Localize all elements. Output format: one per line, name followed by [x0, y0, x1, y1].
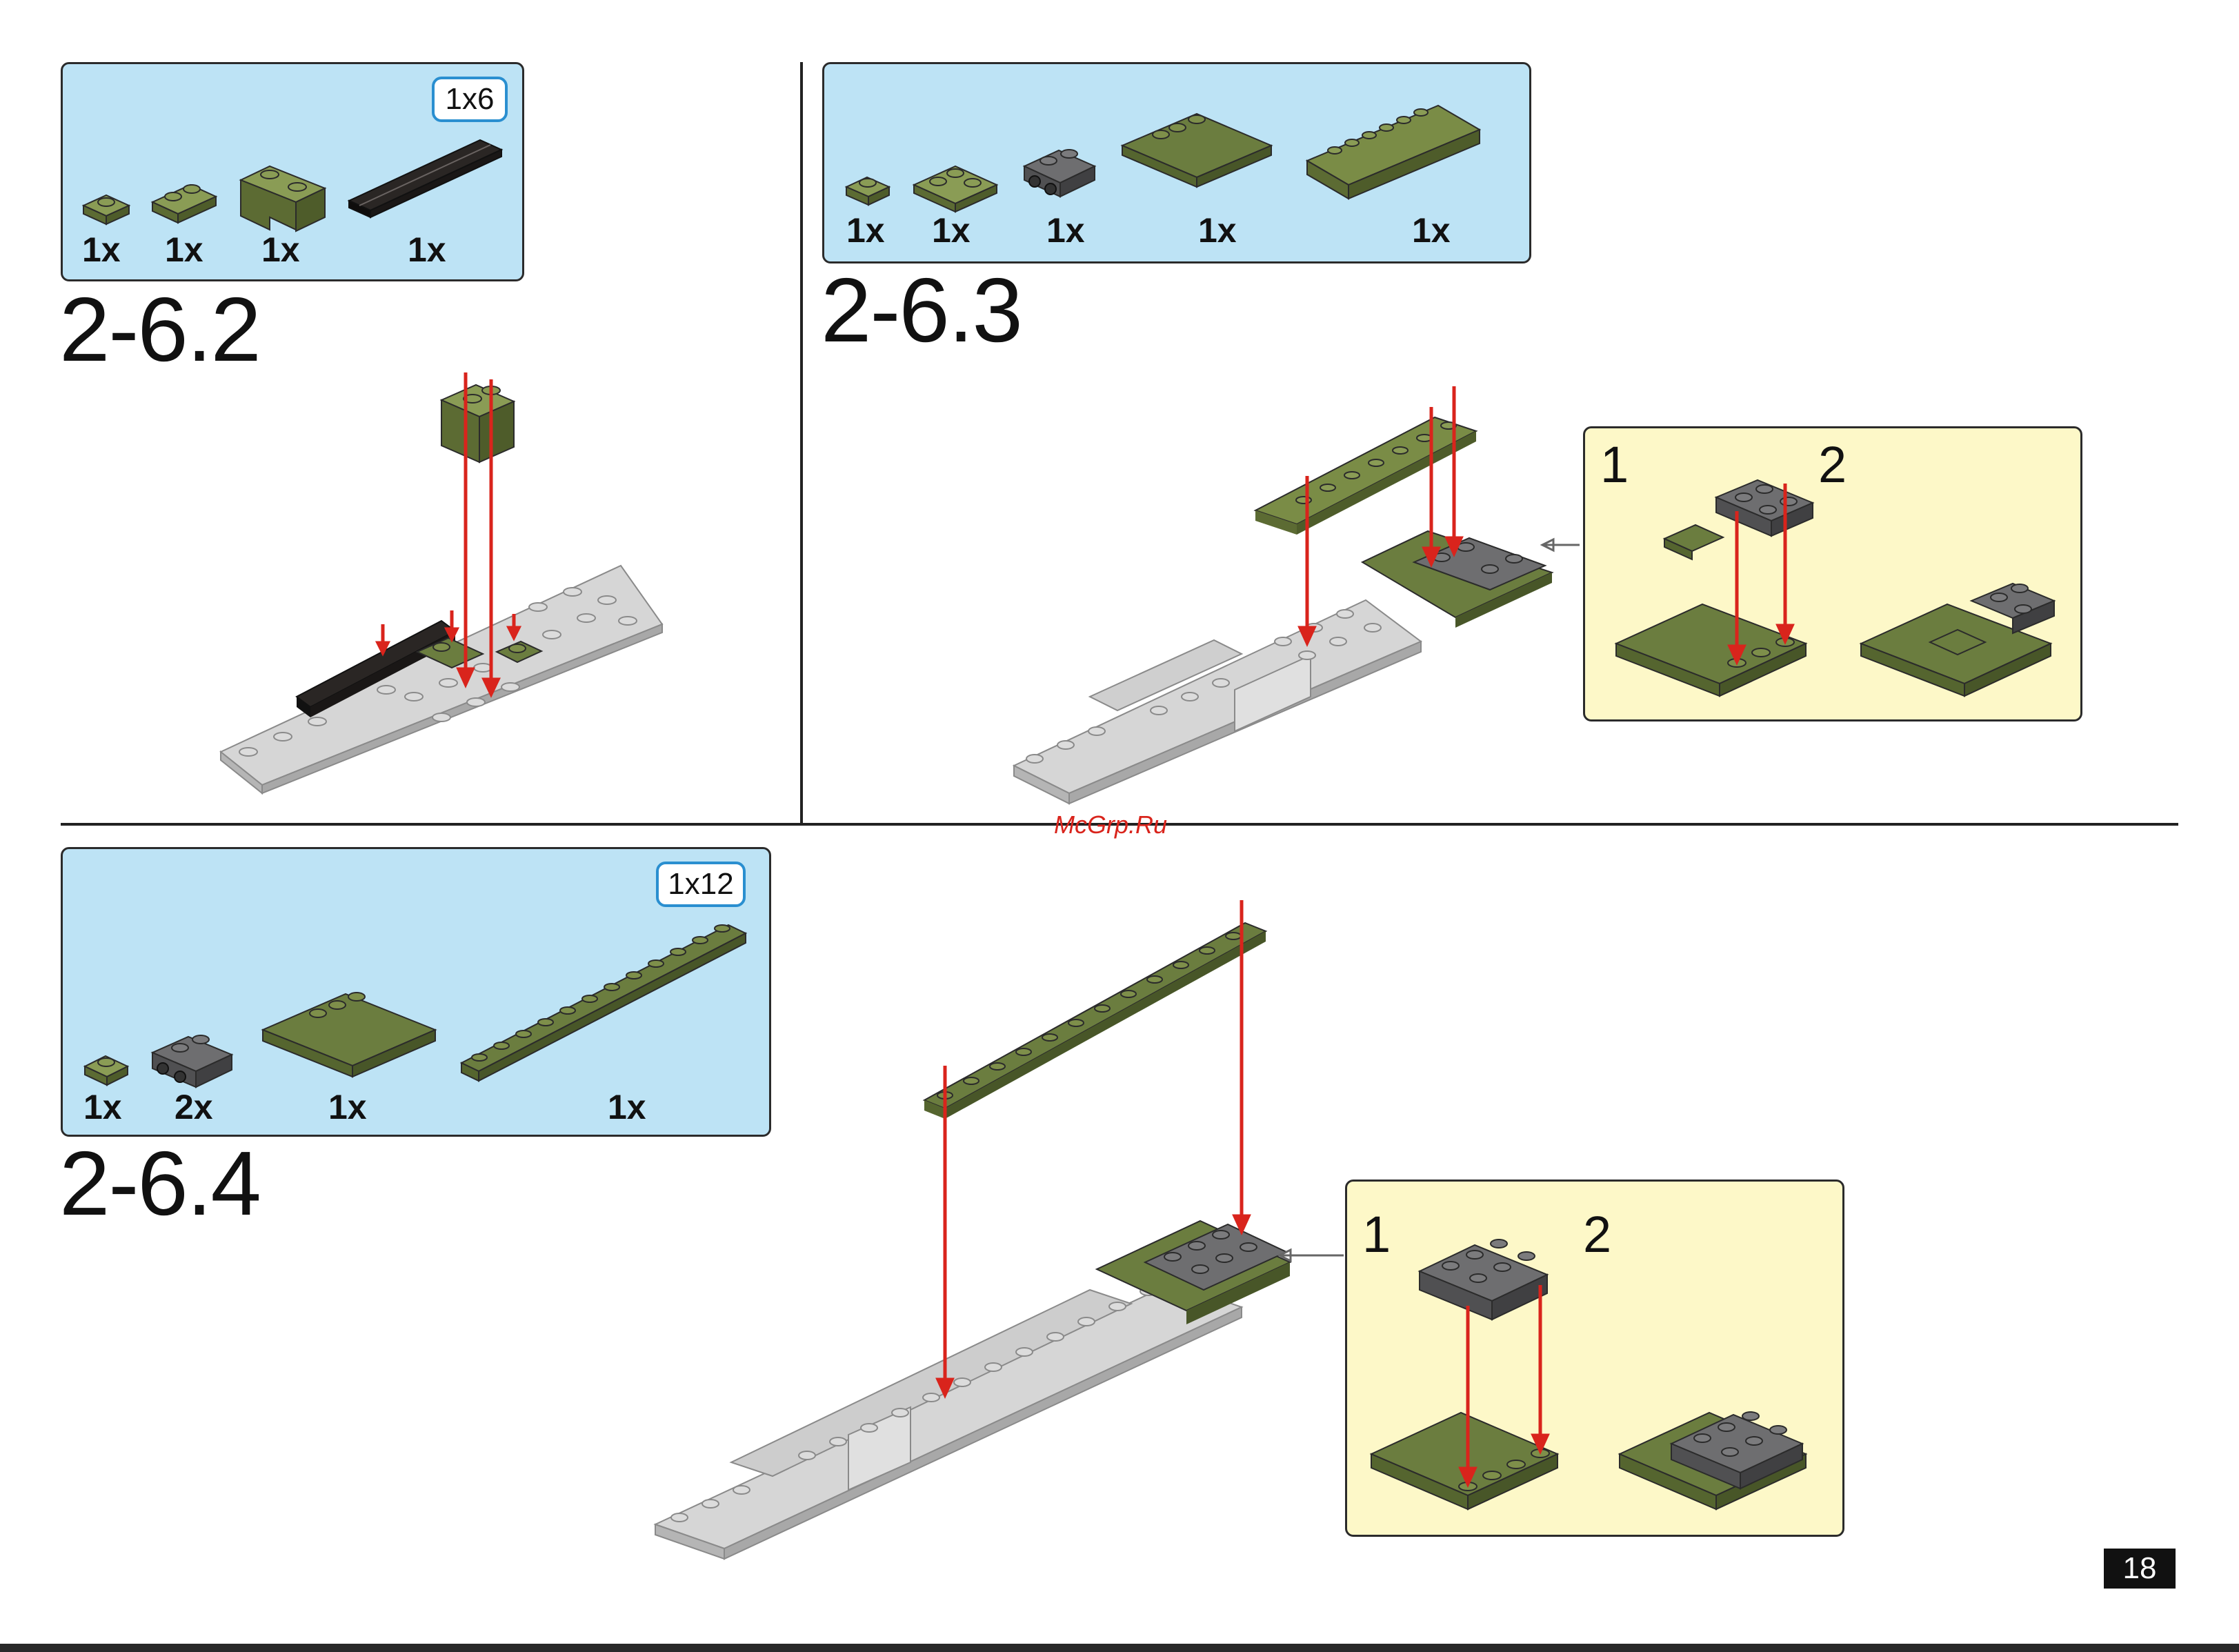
sub-assembly-callout-2-6-4: 1 2	[1345, 1180, 1844, 1537]
divider-bottom	[0, 1644, 2239, 1652]
page-number: 18	[2104, 1549, 2176, 1589]
watermark: McGrp.Ru	[1054, 810, 1167, 839]
sub-assembly-illustration	[1347, 1182, 1847, 1539]
